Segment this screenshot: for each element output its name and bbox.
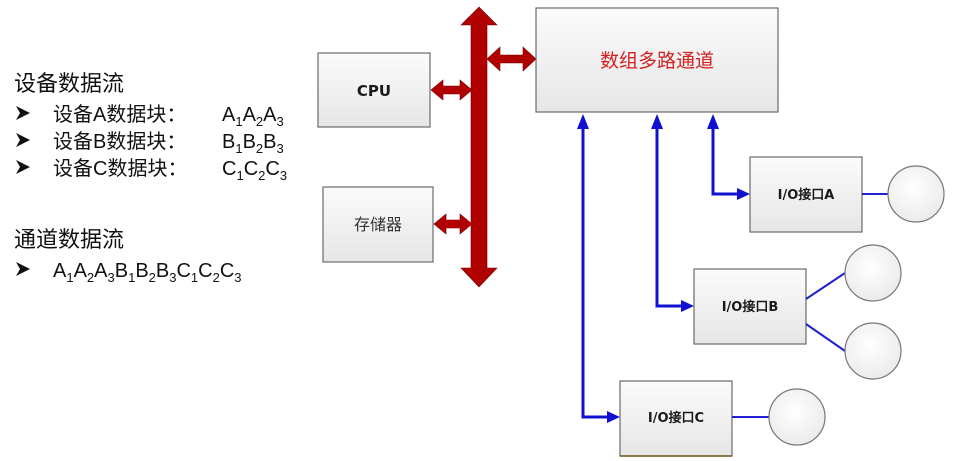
arrowhead-bullet-icon xyxy=(16,133,30,147)
device-a-blocks: A1A2A3 xyxy=(222,104,284,129)
arrowhead-bullet-icon xyxy=(16,160,30,174)
device-data-flow-section: 设备数据流 设备A数据块： A1A2A3 设备B数据块： B1B2B3 设备C数… xyxy=(14,71,287,183)
device-b1-circle xyxy=(844,244,902,302)
device-b2-circle xyxy=(844,322,902,380)
cpu-box xyxy=(317,52,431,128)
multiplexer-channel-block: 数组多路通道 xyxy=(535,7,779,113)
io-interface-c-box xyxy=(619,380,733,457)
device-a1-circle xyxy=(887,165,945,223)
channel-box xyxy=(535,7,779,113)
io-interface-b-label: I/O接口B xyxy=(722,299,779,315)
cpu-block: CPU xyxy=(317,52,431,128)
memory-label: 存储器 xyxy=(354,215,402,234)
device-c1-circle xyxy=(768,388,826,446)
io-interface-a: I/O接口A xyxy=(749,156,945,233)
device-flow-item-c: 设备C数据块： C1C2C3 xyxy=(16,157,287,183)
arrow-right-icon xyxy=(737,188,750,200)
device-link-line xyxy=(805,323,846,352)
arrow-right-icon xyxy=(607,411,620,423)
io-interface-c: I/O接口C xyxy=(619,380,826,457)
device-link-line xyxy=(805,272,846,300)
arrowhead-bullet-icon xyxy=(16,262,30,276)
device-b-blocks: B1B2B3 xyxy=(222,131,284,156)
channel-flow-sequence: A1A2A3B1B2B3C1C2C3 xyxy=(53,260,242,285)
arrow-right-icon xyxy=(681,300,694,312)
channel-flow-heading: 通道数据流 xyxy=(14,227,124,252)
device-a-label: 设备A数据块： xyxy=(53,103,186,126)
io-interface-b-box xyxy=(693,268,807,345)
device-flow-item-a: 设备A数据块： A1A2A3 xyxy=(16,103,284,129)
device-c-blocks: C1C2C3 xyxy=(222,158,287,183)
arrowhead-bullet-icon xyxy=(16,106,30,120)
device-flow-item-b: 设备B数据块： B1B2B3 xyxy=(16,130,284,156)
memory-bus-link-arrow xyxy=(433,213,473,235)
system-bus-arrow xyxy=(460,6,498,288)
device-c-label: 设备C数据块： xyxy=(53,157,187,180)
memory-box xyxy=(322,186,434,263)
io-interface-a-box xyxy=(749,156,863,233)
arrow-up-icon xyxy=(651,114,663,129)
memory-block: 存储器 xyxy=(322,186,434,263)
arrow-up-icon xyxy=(707,114,719,129)
channel-to-io-c-link xyxy=(577,114,620,423)
channel-bus-link-arrow xyxy=(486,46,537,72)
channel-data-flow-section: 通道数据流 A1A2A3B1B2B3C1C2C3 xyxy=(14,227,242,285)
cpu-bus-link-arrow xyxy=(430,79,473,101)
device-b-label: 设备B数据块： xyxy=(53,130,186,153)
channel-to-io-a-link xyxy=(707,114,750,200)
io-interface-a-label: I/O接口A xyxy=(778,187,835,203)
arrow-up-icon xyxy=(577,114,589,129)
channel-to-io-b-link xyxy=(651,114,694,312)
io-interface-b: I/O接口B xyxy=(693,244,902,380)
device-flow-heading: 设备数据流 xyxy=(14,71,124,96)
io-interface-c-label: I/O接口C xyxy=(648,410,704,426)
cpu-label: CPU xyxy=(357,82,391,100)
channel-label: 数组多路通道 xyxy=(600,50,714,72)
